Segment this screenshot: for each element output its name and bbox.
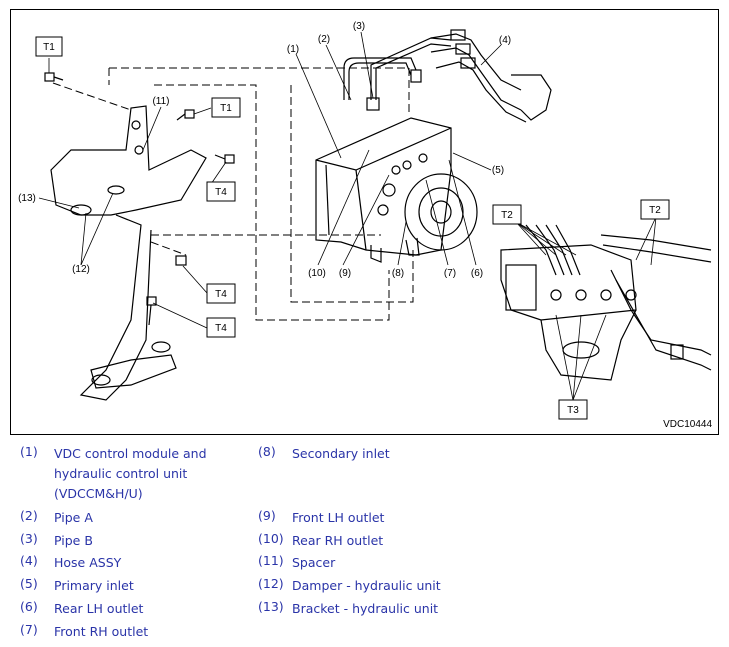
legend-text: Bracket - hydraulic unit [292,601,439,616]
legend-number: (9) [258,508,276,523]
parts-legend: (1) VDC control module and hydraulic con… [0,440,729,647]
legend-text-line: (VDCCM&H/U) [54,486,143,501]
legend-item: (1) VDC control module and hydraulic con… [20,444,207,504]
callout-9: (9) [339,268,351,279]
pipe [343,37,452,111]
dashed-guide-line [290,85,414,303]
torque-label: T4 [215,289,227,300]
legend-item: (13) Bracket - hydraulic unit [258,599,438,619]
diagram-drawing: T1 T1 T4 T4 T4 T2 T2 T3 (1) (2) (3) (4) … [18,21,712,420]
legend-text: Rear RH outlet [292,533,384,548]
legend-item: (10) Rear RH outlet [258,531,383,551]
legend-text-line: VDC control module and [54,446,207,461]
legend-item: (5) Primary inlet [20,576,134,596]
hose-assy [430,29,552,123]
legend-item: (9) Front LH outlet [258,508,384,528]
dashed-guide-line [150,241,187,256]
legend-item: (7) Front RH outlet [20,622,148,642]
legend-item: (2) Pipe A [20,508,93,528]
callout-3: (3) [353,21,365,32]
torque-label: T2 [649,205,661,216]
callout-6: (6) [471,268,483,279]
figure-id: VDC10444 [663,419,712,430]
legend-number: (4) [20,553,38,568]
legend-number: (8) [258,444,276,459]
bolt [44,72,235,326]
inset-view [500,224,712,381]
bracket-hydraulic-unit [50,105,207,401]
legend-item: (12) Damper - hydraulic unit [258,576,441,596]
torque-label: T1 [220,103,232,114]
torque-label: T4 [215,187,227,198]
callout-4: (4) [499,35,511,46]
legend-number: (5) [20,576,38,591]
callout-8: (8) [392,268,404,279]
legend-text: Pipe B [54,533,93,548]
callout-numbers: (1) (2) (3) (4) (5) (6) (7) (8) (9) (10)… [18,21,511,279]
callout-2: (2) [318,34,330,45]
dashed-guide-line [52,82,132,111]
callout-13: (13) [18,193,36,204]
legend-item: (6) Rear LH outlet [20,599,143,619]
legend-text: VDC control module and hydraulic control… [54,444,207,504]
legend-text: Primary inlet [54,578,134,593]
legend-number: (11) [258,553,284,568]
legend-text: Secondary inlet [292,446,390,461]
callout-5: (5) [492,165,504,176]
legend-number: (7) [20,622,38,637]
callout-12: (12) [72,264,90,275]
callout-10: (10) [308,268,326,279]
torque-label: T3 [567,405,579,416]
legend-text-line: hydraulic control unit [54,466,188,481]
callout-11: (11) [152,96,169,107]
legend-number: (13) [258,599,284,614]
dashed-guide-line [154,84,390,321]
legend-item: (4) Hose ASSY [20,553,121,573]
legend-number: (3) [20,531,38,546]
torque-label-boxes: T1 T1 T4 T4 T4 T2 T2 T3 [35,36,670,420]
legend-number: (12) [258,576,284,591]
callout-1: (1) [287,44,299,55]
legend-item: (3) Pipe B [20,531,93,551]
legend-text: Rear LH outlet [54,601,144,616]
legend-number: (10) [258,531,284,546]
legend-text: Spacer [292,555,336,570]
legend-item: (11) Spacer [258,553,335,573]
exploded-diagram: T1 T1 T4 T4 T4 T2 T2 T3 (1) (2) (3) (4) … [10,9,719,435]
legend-number: (2) [20,508,38,523]
legend-number: (6) [20,599,38,614]
leader-line [38,31,657,401]
legend-text: Front LH outlet [292,510,385,525]
legend-number: (1) [20,444,38,459]
dashed-guide-line [109,67,410,116]
torque-label: T1 [43,42,55,53]
legend-text: Hose ASSY [54,555,122,570]
vdc-control-module-hydraulic-unit [315,117,478,263]
torque-label: T4 [215,323,227,334]
legend-text: Damper - hydraulic unit [292,578,441,593]
callout-7: (7) [444,268,456,279]
legend-item: (8) Secondary inlet [258,444,390,464]
legend-text: Front RH outlet [54,624,149,639]
torque-label: T2 [501,210,513,221]
legend-text: Pipe A [54,510,93,525]
